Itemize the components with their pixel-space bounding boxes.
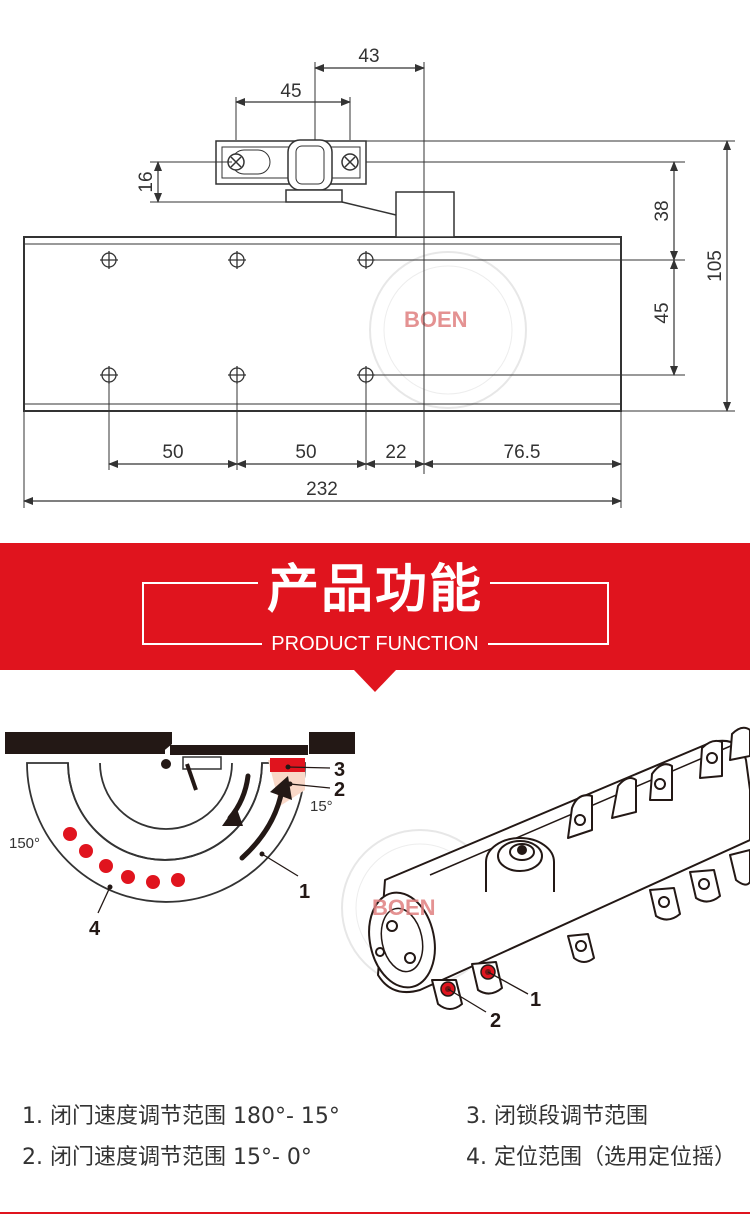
dim-76-5-label: 76.5 bbox=[504, 442, 541, 463]
leader-dot-4 bbox=[107, 884, 113, 890]
mounting-holes bbox=[100, 251, 375, 384]
arrow-head-1 bbox=[222, 806, 243, 826]
dimension-lines bbox=[23, 64, 731, 505]
section-subtitle: PRODUCT FUNCTION bbox=[271, 633, 479, 655]
leader-dot-1 bbox=[259, 851, 265, 857]
label-2: 2 bbox=[334, 779, 345, 801]
dim-22-label: 22 bbox=[385, 442, 406, 463]
leader-dot-3 bbox=[285, 764, 291, 770]
legend-item-4: 4. 定位范围（选用定位摇） bbox=[466, 1145, 736, 1170]
dimension-drawing: BOEN bbox=[23, 46, 735, 508]
valve-label-1: 1 bbox=[530, 989, 541, 1011]
label-3: 3 bbox=[334, 759, 345, 781]
dim-16-label: 16 bbox=[136, 171, 157, 192]
arm-bracket bbox=[215, 139, 455, 238]
dim-43-label: 43 bbox=[358, 46, 379, 67]
arm-line bbox=[185, 763, 198, 791]
pivot-dot bbox=[161, 759, 171, 769]
label-1: 1 bbox=[299, 881, 310, 903]
watermark-seal bbox=[369, 251, 527, 409]
dim-50b-label: 50 bbox=[295, 442, 316, 463]
banner-frame bbox=[142, 582, 609, 645]
valve-leader-lines bbox=[447, 971, 529, 1013]
leader-lines bbox=[97, 766, 331, 914]
watermark-brand-2: BOEN bbox=[372, 895, 436, 920]
closer-body bbox=[23, 236, 622, 412]
dim-232-label: 232 bbox=[306, 479, 338, 500]
dim-45-right-label: 45 bbox=[652, 302, 673, 323]
bottom-divider bbox=[0, 1212, 750, 1214]
banner-pointer bbox=[354, 670, 396, 692]
legend-item-1: 1. 闭门速度调节范围 180°- 15° bbox=[22, 1104, 340, 1129]
watermark-brand: BOEN bbox=[404, 307, 468, 332]
angle-150-label: 150° bbox=[9, 835, 40, 852]
function-diagram: 3 2 15° 150° 1 4 bbox=[5, 726, 750, 1032]
positioning-dots bbox=[63, 827, 185, 889]
dim-50a-label: 50 bbox=[162, 442, 183, 463]
angle-15-label: 15° bbox=[310, 798, 333, 815]
arrow-head-2 bbox=[270, 776, 292, 800]
dim-105-label: 105 bbox=[705, 250, 726, 282]
legend-item-3: 3. 闭锁段调节范围 bbox=[466, 1104, 648, 1129]
dim-45-top-label: 45 bbox=[280, 81, 301, 102]
label-4: 4 bbox=[89, 918, 101, 940]
section-banner bbox=[0, 543, 750, 670]
extension-lines bbox=[23, 62, 735, 508]
legend-item-2: 2. 闭门速度调节范围 15°- 0° bbox=[22, 1145, 312, 1170]
door-frame-bars bbox=[5, 732, 355, 755]
dim-38-label: 38 bbox=[652, 200, 673, 221]
section-title: 产品功能 bbox=[266, 560, 483, 620]
arm-stub bbox=[182, 756, 222, 770]
closer-body-isometric bbox=[368, 726, 750, 1010]
valve-label-2: 2 bbox=[490, 1010, 501, 1032]
leader-dot-2 bbox=[287, 781, 293, 787]
